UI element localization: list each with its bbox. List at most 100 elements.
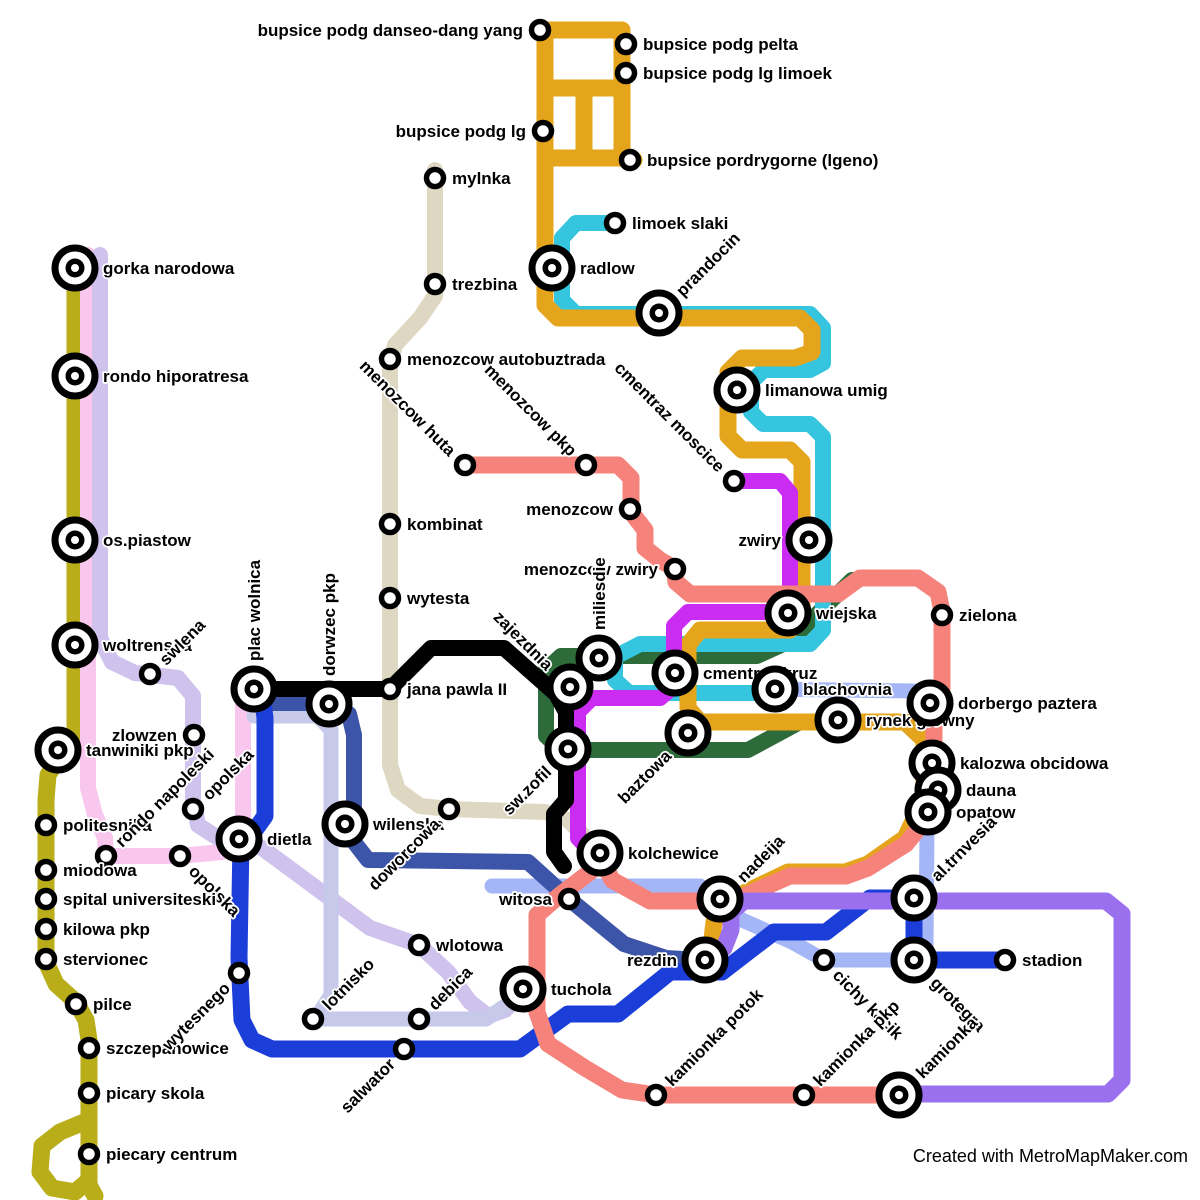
station-marker-icon[interactable] (34, 917, 58, 941)
station-jana-pawla-ii[interactable]: jana pawla II (378, 677, 509, 701)
station-bupsice-podg-pelta[interactable]: bupsice podg pelta (614, 32, 800, 56)
station-marker-icon[interactable] (423, 272, 447, 296)
station-marker-icon[interactable] (930, 603, 954, 627)
station-marker-icon[interactable] (722, 469, 746, 493)
station-marker-icon[interactable] (614, 32, 638, 56)
station-marker-icon[interactable] (644, 1083, 668, 1107)
station-marker-icon[interactable] (94, 844, 118, 868)
station-rondo-hiporatresa[interactable]: rondo hiporatresa (51, 352, 251, 400)
station-marker-icon[interactable] (378, 586, 402, 610)
station-tanwiniki-pkp[interactable]: tanwiniki pkp (34, 726, 195, 774)
station-witosa[interactable]: witosa (496, 887, 581, 911)
station-label: piecary centrum (106, 1145, 237, 1164)
interchange-dot-icon (733, 386, 741, 394)
station-zwiry[interactable]: zwiry (737, 516, 833, 564)
station-marker-icon[interactable] (437, 797, 461, 821)
station-marker-icon[interactable] (182, 723, 206, 747)
station-blachovnia[interactable]: blachovnia (751, 665, 894, 713)
station-miodowa[interactable]: miodowa (34, 858, 139, 882)
station-marker-icon[interactable] (407, 1007, 431, 1031)
station-wilenska[interactable]: wilenska (321, 800, 446, 848)
station-marker-icon[interactable] (34, 858, 58, 882)
station-wlotowa[interactable]: wlotowa (407, 933, 505, 957)
station-marker-icon[interactable] (181, 797, 205, 821)
station-mylnka[interactable]: mylnka (423, 166, 513, 190)
station-szczepanowice[interactable]: szczepanowice (77, 1036, 231, 1060)
station-marker-icon[interactable] (557, 887, 581, 911)
station-marker-icon[interactable] (812, 948, 836, 972)
station-marker-icon[interactable] (378, 347, 402, 371)
station-bupsice-podg-lg-limoek[interactable]: bupsice podg lg limoek (614, 61, 834, 85)
station-marker-icon[interactable] (574, 453, 598, 477)
station-baztowa[interactable]: baztowa (613, 709, 712, 809)
station-tuchola[interactable]: tuchola (499, 965, 614, 1013)
station-marker-icon[interactable] (77, 1142, 101, 1166)
station-marker-icon[interactable] (227, 961, 251, 985)
station-marker-icon[interactable] (77, 1036, 101, 1060)
station-marker-icon[interactable] (531, 119, 555, 143)
station-marker-icon[interactable] (77, 1081, 101, 1105)
station-kolchewice[interactable]: kolchewice (576, 829, 720, 877)
station-marker-icon[interactable] (792, 1083, 816, 1107)
beige-line (382, 162, 606, 859)
station-pilce[interactable]: pilce (64, 992, 134, 1016)
station-marker-icon[interactable] (168, 844, 192, 868)
station-opatow[interactable]: opatow (904, 788, 1018, 836)
station-marker-icon[interactable] (378, 677, 402, 701)
station-zielona[interactable]: zielona (930, 603, 1019, 627)
station-limanowa-umig[interactable]: limanowa umig (713, 366, 890, 414)
station-stadion[interactable]: stadion (993, 948, 1084, 972)
station-piecary-centrum[interactable]: piecary centrum (77, 1142, 239, 1166)
station-stervionec[interactable]: stervionec (34, 947, 150, 971)
station-zlowzen[interactable]: zlowzen (110, 723, 206, 747)
station-marker-icon[interactable] (618, 497, 642, 521)
station-marker-icon[interactable] (663, 557, 687, 581)
station-spital-universiteski[interactable]: spital universiteski (34, 887, 218, 911)
station-kombinat[interactable]: kombinat (378, 512, 485, 536)
station-menozcow[interactable]: menozcow (524, 497, 642, 521)
station-bupsice-podg-lg[interactable]: bupsice podg lg (394, 119, 555, 143)
station-menozcow-zwiry[interactable]: menozcow zwiry (522, 557, 687, 581)
interchange-dot-icon (519, 985, 527, 993)
station-marker-icon[interactable] (453, 453, 477, 477)
station-marker-icon[interactable] (392, 1037, 416, 1061)
station-woltrenska[interactable]: woltrenska (51, 621, 194, 669)
station-plac-wolnica[interactable]: plac wolnica (230, 558, 278, 713)
station-menozcow-autobuztrada[interactable]: menozcow autobuztrada (378, 347, 608, 371)
station-marker-icon[interactable] (64, 992, 88, 1016)
station-marker-icon[interactable] (34, 947, 58, 971)
station-marker-icon[interactable] (34, 813, 58, 837)
station-kilowa-pkp[interactable]: kilowa pkp (34, 917, 152, 941)
station-bupsice-pordrygorne-lgeno[interactable]: bupsice pordrygorne (lgeno) (618, 148, 880, 172)
station-dietla[interactable]: dietla (215, 815, 314, 863)
station-wiejska[interactable]: wiejska (764, 589, 879, 637)
station-kamionka-potok[interactable]: kamionka potok (644, 983, 769, 1107)
station-os-piastow[interactable]: os.piastow (51, 516, 193, 564)
station-label: menozcow pkp (481, 360, 581, 460)
station-marker-icon[interactable] (993, 948, 1017, 972)
station-marker-icon[interactable] (614, 61, 638, 85)
station-bupsice-podg-danseo-dang-yang[interactable]: bupsice podg danseo-dang yang (256, 18, 552, 42)
station-dorwzec-pkp[interactable]: dorwzec pkp (305, 571, 353, 728)
station-radlow[interactable]: radlow (528, 244, 637, 292)
station-marker-icon[interactable] (528, 18, 552, 42)
station-marker-icon[interactable] (407, 933, 431, 957)
station-marker-icon[interactable] (423, 166, 447, 190)
station-trezbina[interactable]: trezbina (423, 272, 519, 296)
station-menozcow-huta[interactable]: menozcow huta (354, 355, 477, 477)
station-picary-skola[interactable]: picary skola (77, 1081, 207, 1105)
station-marker-icon[interactable] (603, 211, 627, 235)
station-marker-icon[interactable] (301, 1007, 325, 1031)
station-miliesdie[interactable]: miliesdie (575, 555, 623, 682)
station-wytesta[interactable]: wytesta (378, 586, 472, 610)
station-rezdin[interactable]: rezdin (625, 936, 729, 984)
station-gorka-narodowa[interactable]: gorka narodowa (51, 244, 237, 292)
station-marker-icon[interactable] (34, 887, 58, 911)
station-dorbergo-paztera[interactable]: dorbergo paztera (906, 679, 1099, 727)
station-politesnika[interactable]: politesnika (34, 813, 154, 837)
station-marker-icon[interactable] (138, 662, 162, 686)
station-marker-icon[interactable] (618, 148, 642, 172)
station-label: menozcow (526, 500, 614, 519)
station-marker-icon[interactable] (378, 512, 402, 536)
station-limoek-slaki[interactable]: limoek slaki (603, 211, 730, 235)
